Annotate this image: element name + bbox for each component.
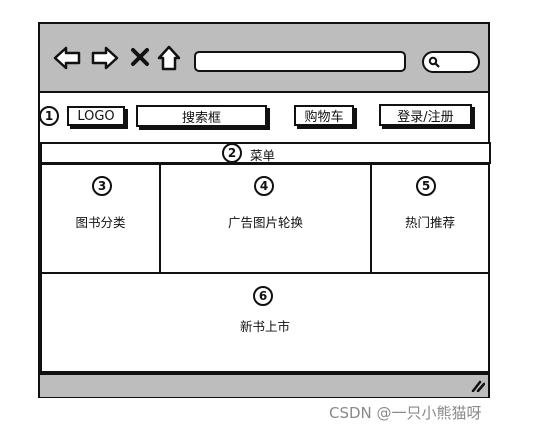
resize-grip-icon[interactable] bbox=[471, 380, 485, 392]
marker-6: 6 bbox=[253, 286, 273, 306]
ad-carousel-label: 广告图片轮换 bbox=[227, 215, 303, 230]
address-bar[interactable] bbox=[194, 51, 406, 72]
search-button[interactable]: 搜索框 bbox=[136, 105, 267, 127]
search-box[interactable] bbox=[422, 51, 480, 73]
book-categories-label: 图书分类 bbox=[75, 215, 126, 230]
login-register-button[interactable]: 登录/注册 bbox=[379, 104, 472, 126]
hot-recommend-label: 热门推荐 bbox=[404, 215, 455, 230]
menu-label: 菜单 bbox=[250, 148, 276, 163]
watermark-text: CSDN @一只小熊猫呀 bbox=[329, 404, 482, 422]
marker-2: 2 bbox=[222, 143, 242, 163]
home-icon[interactable] bbox=[156, 44, 182, 72]
search-icon bbox=[428, 56, 440, 68]
forward-arrow-icon[interactable] bbox=[91, 45, 119, 71]
back-arrow-icon[interactable] bbox=[53, 45, 81, 71]
close-x-icon[interactable] bbox=[130, 47, 150, 67]
new-books-label: 新书上市 bbox=[239, 319, 290, 334]
marker-1: 1 bbox=[39, 106, 59, 126]
marker-4: 4 bbox=[254, 176, 274, 196]
marker-5: 5 bbox=[416, 176, 436, 196]
marker-3: 3 bbox=[92, 176, 112, 196]
status-bar bbox=[40, 373, 488, 397]
logo-button[interactable]: LOGO bbox=[67, 106, 125, 126]
cart-button[interactable]: 购物车 bbox=[294, 105, 354, 126]
